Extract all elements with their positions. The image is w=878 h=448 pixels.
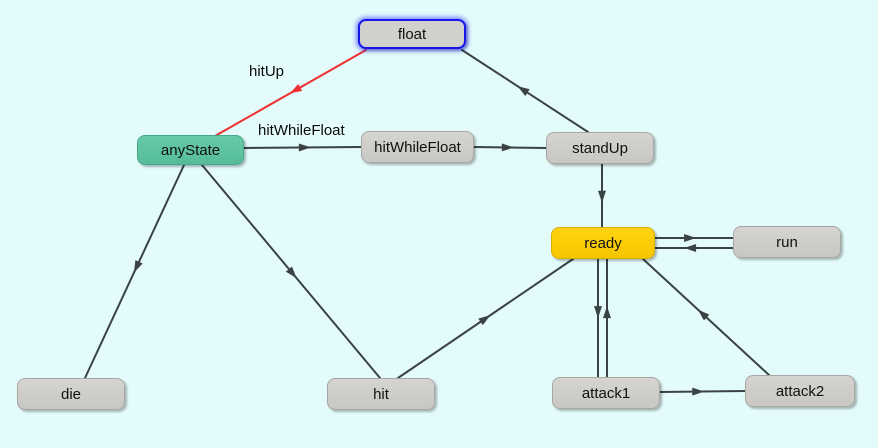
state-node-ready[interactable]: ready	[551, 227, 655, 259]
state-node-label: hitWhileFloat	[374, 138, 461, 156]
state-node-attack1[interactable]: attack1	[552, 377, 660, 409]
state-node-label: standUp	[572, 139, 628, 157]
edge-arrowhead	[697, 309, 710, 321]
edge-standUp-to-float[interactable]	[461, 49, 589, 133]
state-node-anyState[interactable]: anyState	[137, 135, 244, 165]
state-node-run[interactable]: run	[733, 226, 841, 258]
edge-arrowhead	[603, 306, 611, 319]
edge-float-to-anyState[interactable]	[214, 49, 367, 137]
state-node-label: die	[60, 385, 82, 403]
state-node-label: run	[776, 233, 798, 251]
edge-arrowhead	[517, 86, 530, 96]
state-node-label: attack2	[775, 382, 825, 400]
state-node-hit[interactable]: hit	[327, 378, 435, 410]
edge-arrowhead	[594, 306, 602, 319]
state-node-label: attack1	[581, 384, 631, 402]
edge-anyState-to-hitWhileFloat[interactable]	[243, 143, 362, 152]
edge-standUp-to-ready[interactable]	[598, 163, 606, 228]
edge-attack1-to-ready[interactable]	[603, 258, 611, 378]
state-node-label: anyState	[160, 141, 221, 159]
edge-hitWhileFloat-to-standUp[interactable]	[473, 143, 547, 152]
edge-arrowhead	[598, 190, 606, 203]
state-node-attack2[interactable]: attack2	[745, 375, 855, 407]
edge-run-to-ready[interactable]	[654, 244, 734, 252]
edge-arrowhead	[289, 83, 303, 94]
state-node-label: hit	[373, 385, 389, 403]
edge-anyState-to-hit[interactable]	[201, 164, 381, 379]
edge-attack1-to-attack2[interactable]	[659, 387, 746, 396]
state-node-label: ready	[584, 234, 622, 252]
edge-arrowhead	[285, 266, 297, 279]
state-node-standUp[interactable]: standUp	[546, 132, 654, 164]
edge-arrowhead	[133, 260, 143, 273]
edge-label-hitUp[interactable]: hitUp	[249, 63, 285, 80]
state-node-label: float	[397, 25, 427, 43]
edge-ready-to-run[interactable]	[654, 234, 734, 242]
edge-hit-to-ready[interactable]	[397, 258, 574, 379]
edge-arrowhead	[478, 315, 491, 326]
edge-arrowhead	[684, 234, 697, 242]
edge-arrowhead	[298, 143, 311, 152]
edge-attack2-to-ready[interactable]	[642, 258, 770, 376]
state-node-hitWhileFloat[interactable]: hitWhileFloat	[361, 131, 474, 163]
edge-label-hitWhileFloat[interactable]: hitWhileFloat	[258, 122, 345, 139]
edge-arrowhead	[501, 143, 514, 152]
state-node-float[interactable]: float	[358, 19, 466, 49]
edge-ready-to-attack1[interactable]	[594, 258, 602, 378]
state-node-die[interactable]: die	[17, 378, 125, 410]
edge-arrowhead	[692, 387, 705, 396]
edge-arrowhead	[684, 244, 697, 252]
edge-anyState-to-die[interactable]	[84, 164, 185, 379]
